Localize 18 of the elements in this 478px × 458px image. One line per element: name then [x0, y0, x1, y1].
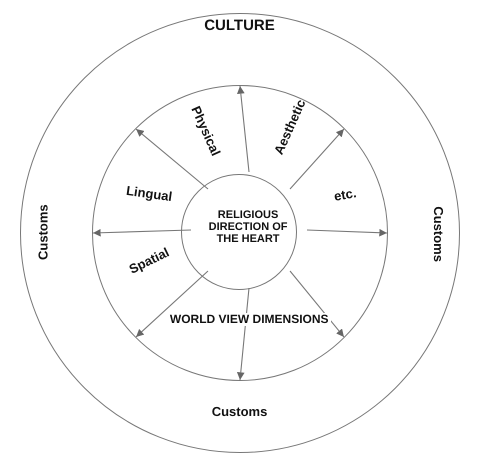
arrow [136, 270, 208, 338]
arrow [136, 128, 208, 190]
arrow [92, 228, 192, 237]
arrow [236, 288, 250, 380]
arrow [290, 270, 344, 338]
center-label: RELIGIOUS DIRECTION OF THE HEART [208, 209, 288, 246]
ring-label: Customs [212, 404, 268, 419]
circle-title: WORLD VIEW DIMENSIONS [168, 312, 331, 326]
segment-label: etc. [333, 186, 358, 204]
arrow [306, 228, 388, 237]
arrow [290, 128, 344, 190]
arrow [236, 86, 250, 172]
ring-label: Customs [430, 206, 445, 262]
segment-label: Lingual [126, 184, 174, 205]
outer-circle [20, 13, 460, 453]
ring-circle [92, 84, 388, 381]
circle-title: CULTURE [204, 18, 275, 35]
ring-label: Customs [36, 204, 51, 260]
